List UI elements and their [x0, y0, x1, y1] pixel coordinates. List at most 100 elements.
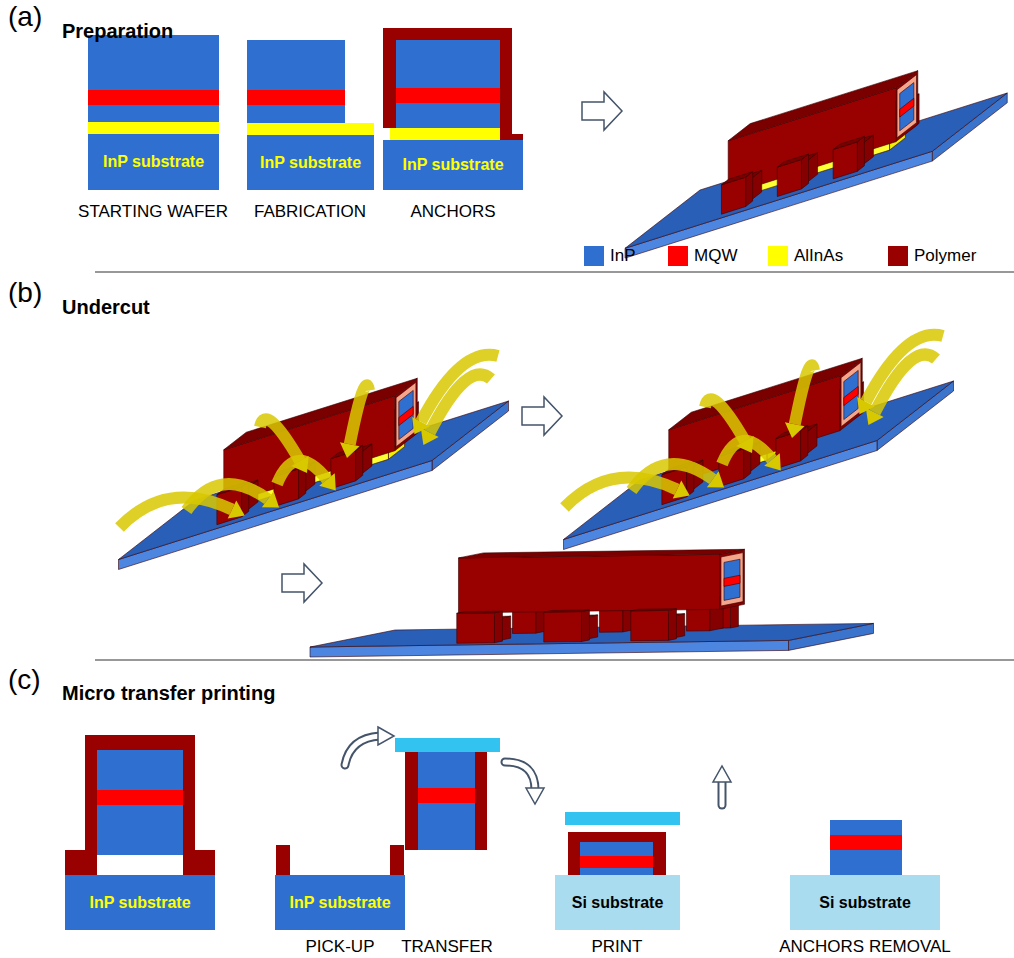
etchant-flow	[705, 399, 745, 441]
stamp-with-device	[395, 738, 500, 850]
etchant-flow	[350, 385, 369, 444]
panel-title: Micro transfer printing	[62, 682, 275, 704]
substrate-block: InP substrate	[88, 134, 219, 190]
iso-face	[801, 425, 808, 461]
etchant-flow	[632, 464, 713, 490]
panel-title: Preparation	[62, 20, 173, 42]
iso-face	[844, 370, 858, 419]
etchant-head	[764, 453, 781, 470]
etchant-flow	[260, 419, 300, 461]
separators	[95, 272, 1014, 660]
iso-face	[356, 445, 363, 481]
etchant-head	[673, 480, 690, 498]
iso-face	[724, 575, 740, 586]
legend-text: MQW	[694, 246, 737, 266]
iso-face	[777, 154, 808, 167]
etchant-head	[421, 428, 439, 445]
legend-item: Polymer	[888, 246, 976, 266]
legend-swatch	[584, 246, 604, 266]
iso-face	[544, 610, 590, 612]
iso-face	[600, 610, 623, 632]
substrate-label: Si substrate	[572, 894, 664, 912]
iso-face	[833, 136, 864, 149]
substrate-block: Si substrate	[555, 875, 680, 930]
device-3d	[625, 71, 1007, 258]
iso-face	[399, 390, 413, 439]
iso-face	[668, 609, 676, 641]
step-label: ANCHORS	[410, 203, 495, 222]
suspended-device	[65, 735, 215, 875]
etchant-head	[228, 500, 245, 518]
legend-item: AlInAs	[768, 246, 843, 266]
iso-face	[721, 172, 752, 185]
step-label: FABRICATION	[254, 203, 366, 222]
legend-item: MQW	[668, 246, 737, 266]
process-arrows	[345, 727, 731, 805]
etchant-head	[785, 422, 805, 438]
step-label: TRANSFER	[401, 938, 493, 957]
legend-text: Polymer	[914, 246, 976, 266]
substrate-block: InP substrate	[383, 140, 523, 190]
etchant-flow	[187, 484, 268, 510]
etchant-head	[262, 491, 279, 507]
legend-item: InP	[584, 246, 636, 266]
substrate-block: InP substrate	[247, 135, 374, 190]
iso-face	[459, 549, 745, 558]
broken-anchors	[276, 845, 404, 875]
iso-face	[669, 358, 863, 430]
etchant-flow	[875, 355, 936, 413]
etchant-head	[707, 471, 724, 487]
substrate-label: InP substrate	[289, 894, 390, 912]
step-label: PRINT	[592, 938, 643, 957]
iso-face	[801, 154, 808, 189]
panel-letter: (c)	[8, 665, 41, 696]
iso-face	[900, 98, 914, 117]
iso-face	[710, 606, 724, 631]
substrate-label: InP substrate	[260, 154, 361, 172]
iso-face	[720, 549, 745, 609]
legend-text: AlInAs	[794, 246, 843, 266]
panel-letter: (a)	[8, 2, 42, 33]
3d-views	[119, 71, 1008, 657]
etchant-flow	[565, 477, 678, 507]
iso-face	[457, 613, 495, 644]
iso-face	[625, 151, 932, 258]
panel-title: Undercut	[62, 296, 150, 318]
iso-face	[857, 136, 864, 171]
etchant-head	[866, 408, 884, 425]
iso-face	[224, 378, 418, 450]
iso-face	[459, 554, 720, 613]
printed-device	[565, 812, 680, 875]
device-3d	[310, 549, 874, 657]
iso-face	[631, 610, 669, 641]
iso-face	[897, 75, 916, 138]
substrate-block: Si substrate	[790, 875, 940, 930]
substrate-block: InP substrate	[65, 875, 215, 930]
substrate-label: InP substrate	[103, 153, 204, 171]
iso-face	[457, 611, 503, 613]
step-label: PICK-UP	[306, 938, 375, 957]
etchant-head	[319, 473, 336, 490]
iso-face	[119, 461, 433, 570]
iso-face	[900, 83, 914, 131]
legend-swatch	[888, 246, 908, 266]
iso-face	[724, 559, 740, 600]
iso-face	[494, 611, 502, 643]
iso-face	[728, 71, 918, 141]
iso-face	[721, 553, 743, 606]
iso-face	[631, 609, 677, 611]
iso-face	[844, 386, 858, 405]
iso-face	[396, 382, 416, 446]
legend-text: InP	[610, 246, 636, 266]
etchant-flow	[120, 497, 233, 527]
etchant-arrows	[565, 335, 944, 508]
etchant-head	[340, 442, 360, 458]
etchant-arrows	[120, 355, 499, 528]
panel-letter: (b)	[8, 278, 42, 309]
iso-face	[544, 612, 582, 643]
etchant-head	[736, 436, 753, 453]
step-label: STARTING WAFER	[78, 203, 228, 222]
legend-swatch	[768, 246, 788, 266]
final-device	[830, 820, 902, 875]
iso-face	[746, 172, 753, 207]
